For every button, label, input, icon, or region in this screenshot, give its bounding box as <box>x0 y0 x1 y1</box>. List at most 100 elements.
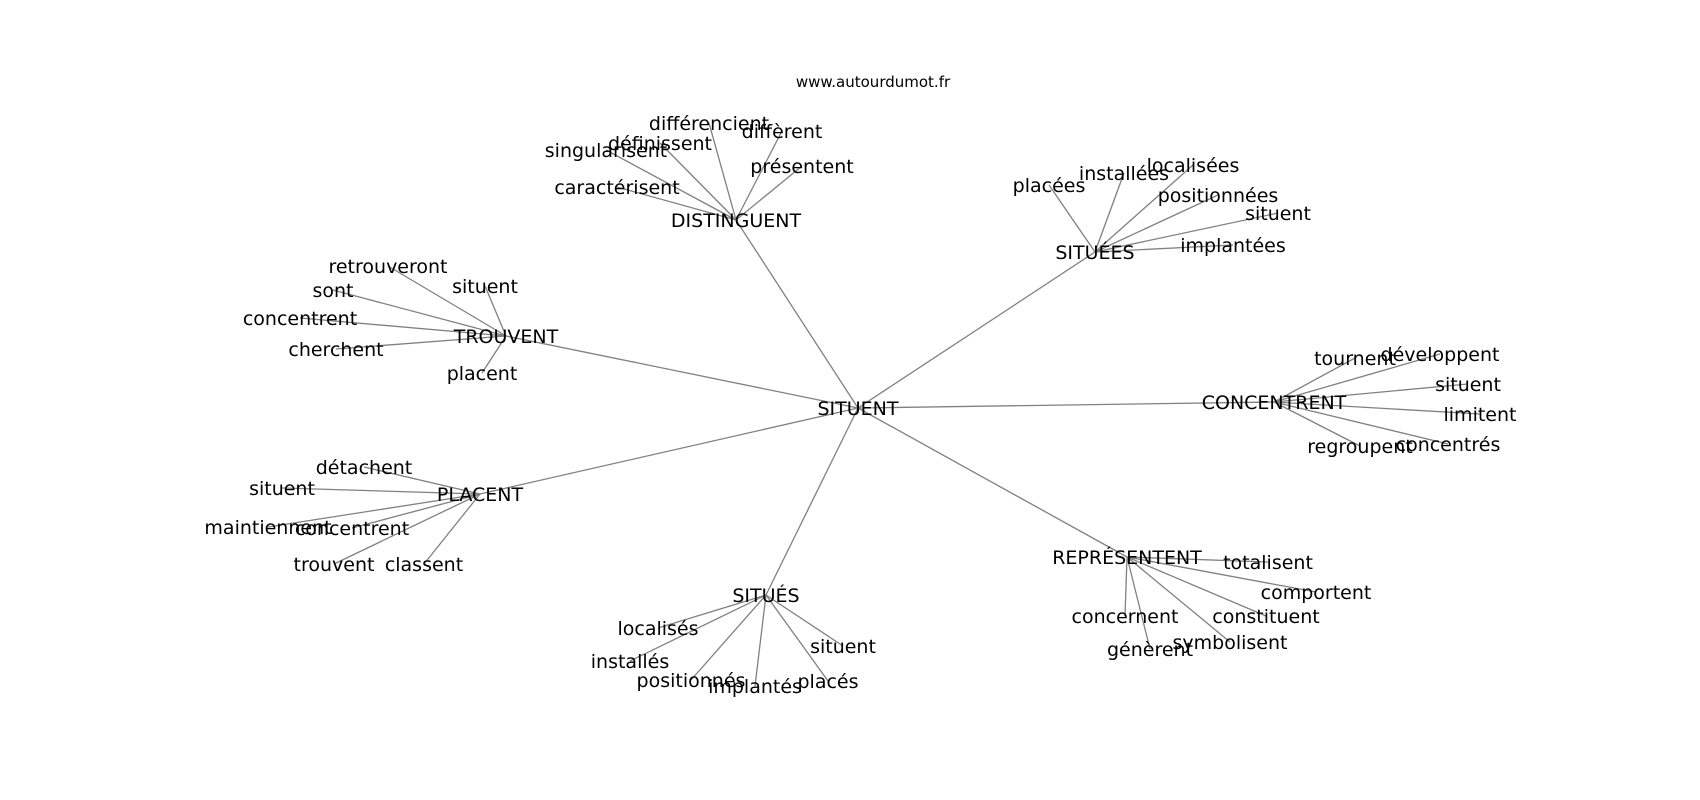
leaf-node-label: présentent <box>750 156 853 178</box>
edge-branch-to-leaf <box>735 165 803 221</box>
leaf-node-label: positionnés <box>637 670 746 692</box>
leaf-node-label: retrouveront <box>328 256 447 278</box>
edge-branch-to-leaf <box>1126 556 1317 593</box>
leaf-node-label: situent <box>1435 374 1501 396</box>
leaf-node-label: placés <box>797 671 858 693</box>
edge-center-to-branch <box>857 251 1096 409</box>
branch-node-label: PLACENT <box>437 484 524 506</box>
leaf-node-label: caractérisent <box>554 177 679 199</box>
leaf-node-label: placent <box>447 363 518 385</box>
leaf-node-label: situent <box>452 276 518 298</box>
edge-branch-to-leaf <box>1273 357 1356 403</box>
leaf-node-label: constituent <box>1212 606 1319 628</box>
source-url: www.autourdumot.fr <box>796 73 951 91</box>
branch-node-label: SITUÉS <box>732 584 799 607</box>
leaf-node-label: installés <box>591 651 669 673</box>
edge-branch-to-leaf <box>1273 401 1449 445</box>
edge-center-to-branch <box>505 335 859 409</box>
edge-branch-to-leaf <box>1094 212 1279 253</box>
edge-branch-to-leaf <box>1273 401 1481 415</box>
edge-center-to-branch <box>857 401 1275 409</box>
leaf-node-label: classent <box>385 554 463 576</box>
leaf-node-label: implantées <box>1180 235 1286 257</box>
edge-branch-to-leaf <box>1094 194 1219 253</box>
leaf-node-label: symbolisent <box>1173 632 1288 654</box>
edge-branch-to-leaf <box>1124 556 1128 617</box>
edge-branch-to-leaf <box>708 122 737 221</box>
edge-branch-to-leaf <box>1273 383 1469 403</box>
leaf-node-label: trouvent <box>294 554 375 576</box>
leaf-node-label: singularisent <box>545 140 667 162</box>
leaf-node-label: concentrés <box>1396 434 1501 456</box>
leaf-node-label: placées <box>1013 175 1086 197</box>
branch-node-label: SITUÉES <box>1055 241 1134 264</box>
leaf-node-label: différencient <box>649 113 769 135</box>
branch-node-label: DISTINGUENT <box>671 210 802 232</box>
edge-branch-to-leaf <box>335 335 507 350</box>
leaf-node-label: localisés <box>617 618 698 640</box>
edge-branch-to-leaf <box>299 317 507 337</box>
edge-branch-to-leaf <box>765 594 829 682</box>
edge-branch-to-leaf <box>1126 556 1269 563</box>
leaf-node-label: regroupent <box>1307 436 1412 458</box>
edge-branch-to-leaf <box>605 149 737 221</box>
edge-branch-to-leaf <box>1126 556 1231 643</box>
edge-branch-to-leaf <box>1094 172 1125 253</box>
edge-branch-to-leaf <box>1094 164 1194 253</box>
edge-branch-to-leaf <box>616 186 737 221</box>
leaf-node-label: limitent <box>1444 404 1517 426</box>
edge-branch-to-leaf <box>423 493 481 565</box>
leaf-node-label: positionnées <box>1158 185 1279 207</box>
edge-branch-to-leaf <box>332 289 507 337</box>
edge-center-to-branch <box>479 407 859 495</box>
leaf-node-label: concernent <box>1072 606 1179 628</box>
leaf-node-label: concentrent <box>295 518 409 540</box>
edge-branch-to-leaf <box>754 594 767 687</box>
edge-branch-to-leaf <box>1273 401 1361 447</box>
edge-branch-to-leaf <box>1126 556 1267 617</box>
branch-node-label: REPRÉSENTENT <box>1052 546 1202 569</box>
leaf-node-label: maintiennent <box>204 517 331 539</box>
edge-branch-to-leaf <box>629 594 767 662</box>
edge-center-to-branch <box>765 407 859 596</box>
edge-branch-to-leaf <box>657 594 767 629</box>
branch-node-label: CONCENTRENT <box>1202 392 1347 414</box>
edge-center-to-branch <box>735 219 859 409</box>
leaf-node-label: comportent <box>1261 582 1372 604</box>
edge-branch-to-leaf <box>690 594 767 681</box>
leaf-node-label: génèrent <box>1107 639 1193 661</box>
edge-branch-to-leaf <box>1273 353 1441 403</box>
branch-node-label: TROUVENT <box>453 326 559 348</box>
leaf-node-label: concentrent <box>243 308 357 330</box>
edge-branch-to-leaf <box>481 335 507 374</box>
edge-branch-to-leaf <box>735 130 783 221</box>
edge-branch-to-leaf <box>659 142 737 221</box>
edge-branch-to-leaf <box>1094 244 1234 253</box>
leaf-node-label: sont <box>312 280 353 302</box>
edge-branch-to-leaf <box>333 493 481 565</box>
leaf-node-label: situent <box>810 636 876 658</box>
edge-branch-to-leaf <box>1126 556 1151 650</box>
edge-branch-to-leaf <box>267 493 481 528</box>
leaf-node-label: définissent <box>608 133 712 155</box>
leaf-node-label: diffèrent <box>742 121 823 143</box>
edge-center-to-branch <box>857 407 1128 558</box>
leaf-node-label: situent <box>249 478 315 500</box>
leaf-node-label: localisées <box>1147 155 1240 177</box>
edges-layer <box>267 122 1481 687</box>
leaf-node-label: développent <box>1381 344 1500 366</box>
leaf-node-label: tournent <box>1314 348 1396 370</box>
edge-branch-to-leaf <box>281 487 481 495</box>
leaf-node-label: détachent <box>316 457 413 479</box>
edge-branch-to-leaf <box>765 594 844 647</box>
leaf-node-label: installées <box>1079 163 1169 185</box>
leaf-node-label: totalisent <box>1223 552 1313 574</box>
edge-branch-to-leaf <box>363 466 481 495</box>
edge-branch-to-leaf <box>484 285 507 337</box>
edge-branch-to-leaf <box>351 493 481 529</box>
edge-branch-to-leaf <box>387 265 507 337</box>
leaf-node-label: implantés <box>708 676 802 698</box>
edge-branch-to-leaf <box>1048 184 1096 253</box>
